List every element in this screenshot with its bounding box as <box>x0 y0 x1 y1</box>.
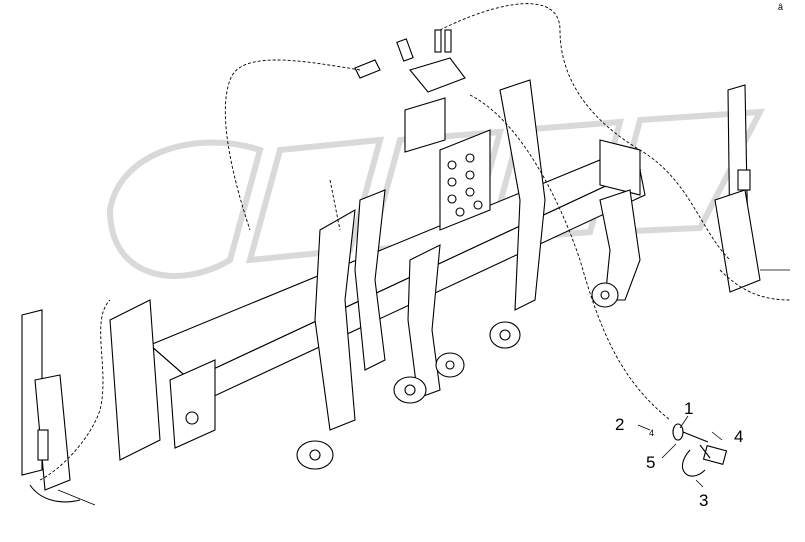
left-gauge <box>21 309 96 506</box>
main-beam <box>148 139 646 406</box>
coupler-assembly <box>672 423 728 477</box>
callout-small-4: 4 <box>649 428 654 438</box>
left-end-plate <box>109 299 216 461</box>
callout-2: 2 <box>615 415 624 434</box>
hydraulic-hoses <box>39 3 791 481</box>
callout-1: 1 <box>684 399 693 418</box>
hydraulic-block <box>354 29 466 93</box>
callout-5: 5 <box>646 453 655 472</box>
corner-mark: â <box>778 2 797 12</box>
shank-arms <box>314 79 641 431</box>
callout-3: 3 <box>699 491 708 510</box>
callout-leaders <box>637 415 723 488</box>
right-gauge <box>714 84 790 293</box>
discs <box>296 282 619 470</box>
center-plate <box>404 97 491 231</box>
callout-4: 4 <box>734 427 743 446</box>
